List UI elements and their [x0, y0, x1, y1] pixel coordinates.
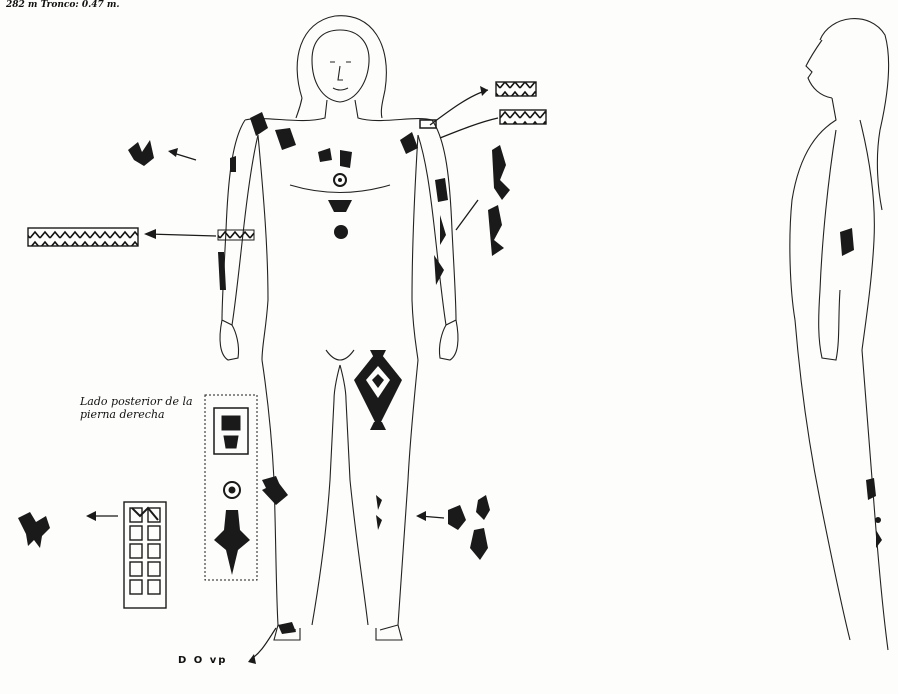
torso-left	[258, 135, 268, 360]
torso-right	[412, 135, 418, 360]
foot-code: D O vp	[178, 655, 227, 666]
glyph-figure-inset	[214, 510, 250, 575]
hair	[297, 16, 386, 118]
side-arm	[819, 130, 840, 360]
front-figure	[220, 16, 458, 640]
right-hand	[439, 320, 458, 360]
side-figure	[790, 19, 889, 650]
left-arm	[222, 120, 258, 325]
face	[312, 30, 369, 102]
glyph-arm-right	[492, 145, 510, 200]
inset-label: Lado posterior de la pierna derecha	[80, 395, 205, 421]
left-hand	[220, 320, 239, 360]
glyph-bird-upper-left	[128, 140, 154, 166]
band-detail	[28, 228, 138, 246]
glyph-knee-right	[448, 505, 466, 530]
front-tattoos	[218, 112, 448, 634]
side-face	[806, 40, 832, 98]
band-detail-small-2	[500, 110, 546, 124]
glyph-bird-lower-left	[18, 512, 50, 548]
detail-glyphs	[18, 82, 546, 664]
tile-grid	[124, 502, 166, 608]
right-arm	[418, 120, 456, 325]
band-detail-small-1	[496, 82, 536, 96]
side-tattoos	[840, 228, 882, 548]
side-hair	[820, 19, 889, 210]
